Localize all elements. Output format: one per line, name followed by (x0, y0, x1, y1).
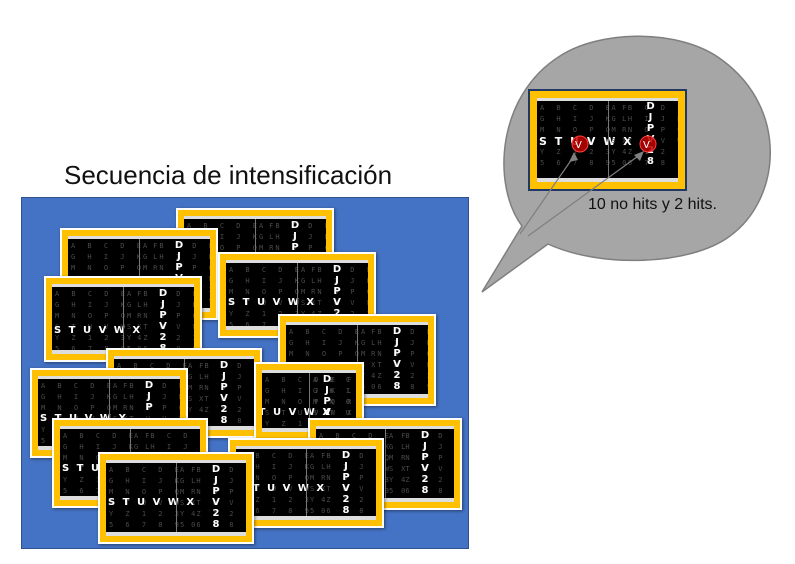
column-flash: D J P V 2 8 (341, 450, 351, 516)
row-flash: S T U V W X (238, 483, 327, 494)
column-flash: D J P V 2 8 (392, 326, 402, 392)
callout-caption: 10 no hits y 2 hits. (588, 196, 717, 213)
column-flash: D J P (290, 220, 300, 253)
column-flash: D J P V 2 8 (158, 288, 168, 350)
letter-grid: A B C D E F G H I J K L M N O P Q R S T … (180, 466, 246, 529)
stimulus-card: A B C D E F G H I J K L M N O P Q R S T … (228, 438, 384, 528)
intensification-panel: A B C D E F G H I J K L M N O P Q R S T … (21, 197, 469, 549)
letter-grid: A B C D E F G H I J K L M N O P Q R S T … (265, 376, 356, 428)
stimulus-card: A B C D E F G H I J K L M N O P Q R S T … (44, 276, 202, 362)
letter-grid: A B C D E F G H I J K L M N O P Q R S T … (127, 290, 194, 350)
row-flash: S T U V W X (108, 497, 197, 508)
column-flash: D J P V 2 8 (219, 360, 229, 426)
column-flash: D J P (144, 380, 154, 413)
column-flash: D J P V 2 8 (420, 430, 430, 496)
row-flash: S T U (62, 463, 102, 474)
letter-grid: A B C D E F G H I J K L M N O P Q R S T … (55, 290, 146, 353)
row-flash: S T U V W X (262, 407, 333, 418)
letter-grid: A B C D E F G H I J K L M N O P Q R S T … (310, 452, 376, 515)
row-flash: S T U V W X (54, 325, 143, 336)
sequence-title: Secuencia de intensificación (64, 160, 393, 190)
column-flash: D J P V 2 8 (646, 101, 655, 167)
zoomed-stimulus-card: A B C D E F G H I J K L M N O P Q R S T … (528, 89, 687, 191)
stimulus-card: A B C D E F G H I J K L M N O P Q R S T … (98, 452, 254, 544)
letter-grid: A B C D E F G H I J K L M N O P Q R S T … (389, 432, 447, 495)
stimulus-card: A B C D E F G H I J K L M N O P Q R S T … (308, 418, 462, 510)
column-flash: D J P V 2 8 (211, 464, 221, 530)
letter-grid: A B C D E F G H I J K L M N O P Q R S T … (188, 362, 254, 425)
row-flash: S T U V W X (228, 297, 317, 308)
